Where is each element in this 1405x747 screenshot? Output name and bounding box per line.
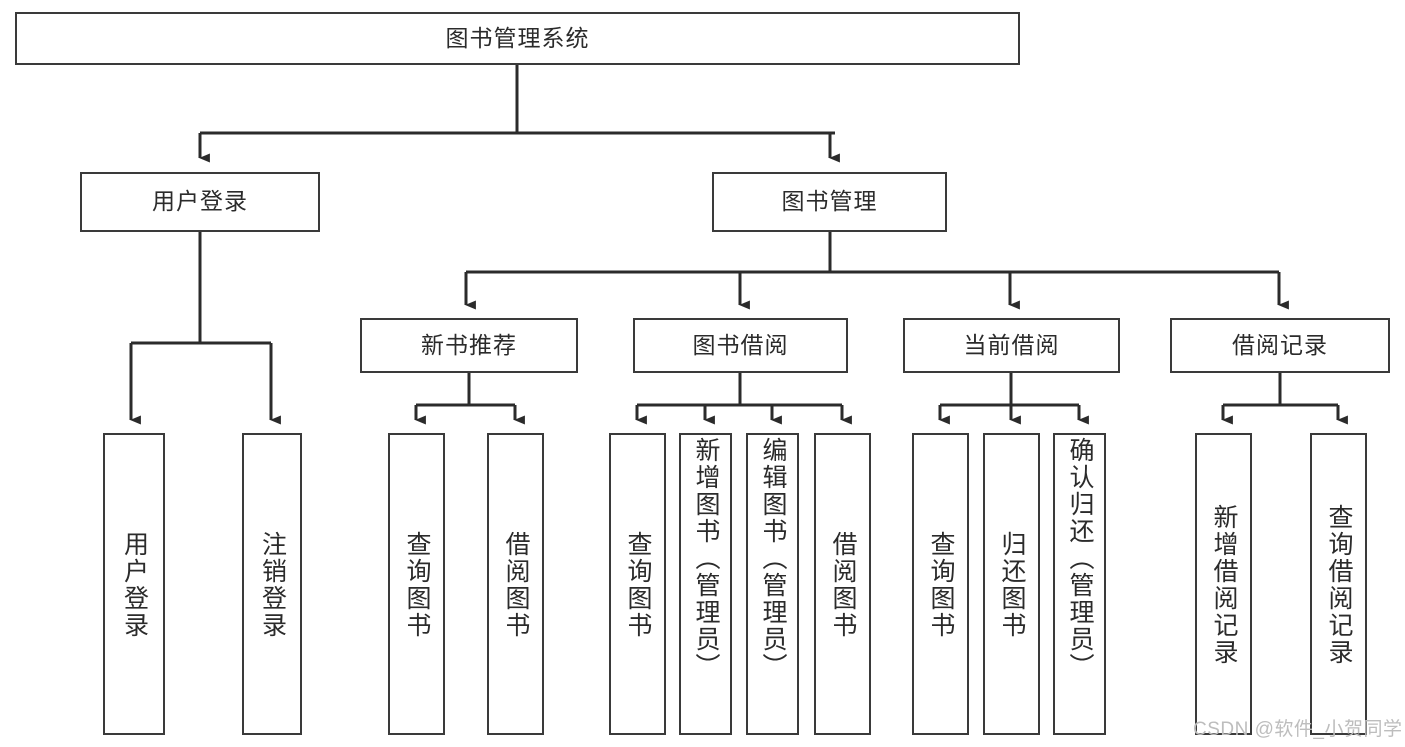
watermark: CSDN @软件_小贺同学 [1193, 719, 1403, 740]
leaf-current-query-book[interactable]: 查询图书 [912, 433, 969, 735]
node-label: 用户登录 [120, 531, 149, 639]
node-label: 查询图书 [927, 531, 955, 639]
node-current-borrow[interactable]: 当前借阅 [903, 318, 1120, 373]
leaf-records-query-record[interactable]: 查询借阅记录 [1310, 433, 1367, 735]
leaf-borrow-borrow-book[interactable]: 借阅图书 [814, 433, 871, 735]
node-label: 注销登录 [258, 531, 287, 639]
node-label: 新增借阅记录 [1210, 504, 1238, 666]
node-new-book-recommend[interactable]: 新书推荐 [360, 318, 578, 373]
leaf-current-return-book[interactable]: 归还图书 [983, 433, 1040, 735]
node-label: 借阅记录 [1232, 331, 1328, 358]
node-root-system[interactable]: 图书管理系统 [15, 12, 1020, 65]
leaf-borrow-add-book-admin[interactable]: 新增图书（管理员） [679, 433, 732, 735]
node-label: 图书借阅 [692, 331, 789, 358]
node-label: 图书管理系统 [445, 24, 590, 51]
leaf-logout[interactable]: 注销登录 [242, 433, 302, 735]
leaf-borrow-edit-book-admin[interactable]: 编辑图书（管理员） [746, 433, 799, 735]
node-label: 查询借阅记录 [1325, 504, 1353, 666]
node-user-login[interactable]: 用户登录 [80, 172, 320, 232]
node-label: 当前借阅 [963, 331, 1060, 358]
node-label: 新书推荐 [421, 331, 517, 358]
node-label: 图书管理 [781, 188, 878, 215]
node-borrow-records[interactable]: 借阅记录 [1170, 318, 1390, 373]
node-label: 归还图书 [998, 531, 1026, 639]
node-label: 查询图书 [403, 531, 431, 639]
leaf-recommend-query-book[interactable]: 查询图书 [388, 433, 445, 735]
node-label: 编辑图书（管理员） [759, 437, 787, 680]
node-label: 用户登录 [152, 188, 248, 215]
leaf-current-confirm-return-admin[interactable]: 确认归还（管理员） [1053, 433, 1106, 735]
node-label: 借阅图书 [502, 531, 530, 639]
leaf-user-login[interactable]: 用户登录 [103, 433, 165, 735]
leaf-borrow-query-book[interactable]: 查询图书 [609, 433, 666, 735]
node-label: 查询图书 [624, 531, 652, 639]
node-label: 确认归还（管理员） [1066, 437, 1094, 680]
node-book-borrow[interactable]: 图书借阅 [633, 318, 848, 373]
node-book-management[interactable]: 图书管理 [712, 172, 947, 232]
node-label: 借阅图书 [829, 531, 857, 639]
leaf-records-add-record[interactable]: 新增借阅记录 [1195, 433, 1252, 735]
leaf-recommend-borrow-book[interactable]: 借阅图书 [487, 433, 544, 735]
node-label: 新增图书（管理员） [692, 437, 720, 680]
